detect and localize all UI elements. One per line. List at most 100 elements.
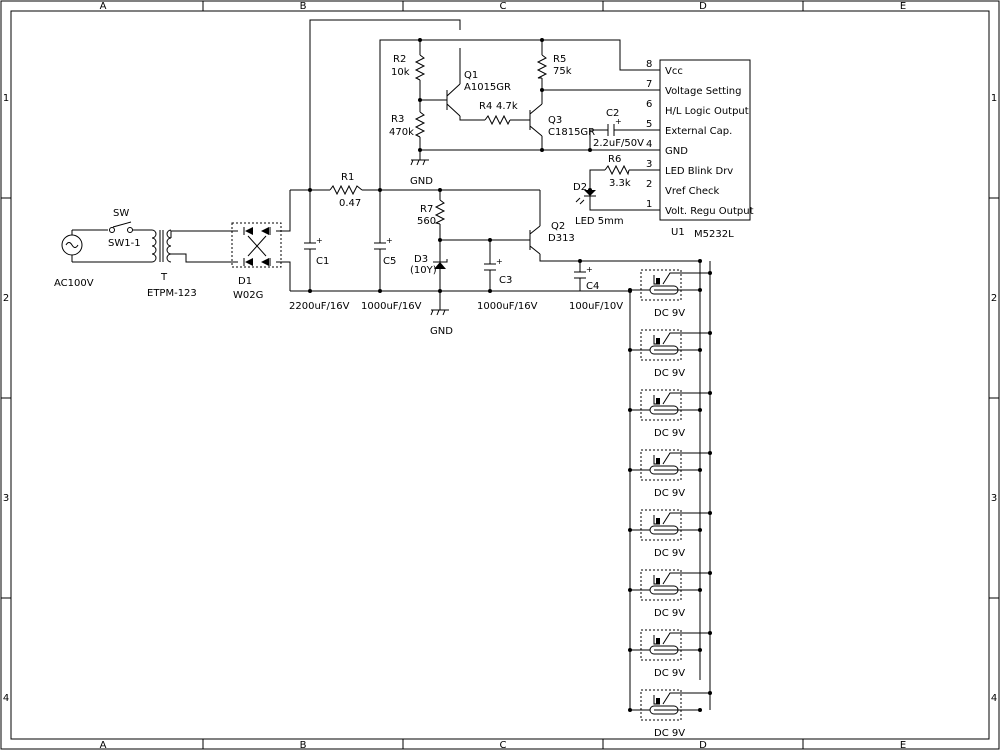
u1-pin-2-num: 2	[646, 179, 652, 190]
dc-jack-6: DC 9V	[628, 569, 712, 619]
dc-jack-label: DC 9V	[654, 608, 685, 619]
d2-value: LED 5mm	[575, 216, 624, 227]
frame-col-b-bottom: B	[300, 740, 307, 750]
r6-ref: R6	[608, 154, 621, 165]
resistor-r4	[484, 114, 511, 126]
frame-col-c-bottom: C	[500, 740, 507, 750]
dc-jack-array: DC 9V DC 9V DC 9V DC 9V DC 9V DC 9V DC 9V DC 9V	[628, 269, 712, 739]
r7-ref: R7	[420, 204, 433, 215]
transformer: T ETPM-123	[147, 229, 212, 299]
dc-jack-4: DC 9V	[628, 449, 712, 499]
r2-value: 10k	[391, 67, 410, 78]
frame-row-4-left: 4	[3, 693, 9, 704]
c4-value: 100uF/10V	[569, 301, 623, 312]
r1-ref: R1	[341, 172, 354, 183]
dc-jack-label: DC 9V	[654, 548, 685, 559]
svg-text:+: +	[316, 236, 323, 245]
ic-u1-m5232l: 8 Vcc 7 Voltage Setting 6 H/L Logic Outp…	[646, 59, 754, 240]
resistor-r6	[604, 164, 630, 176]
junctions	[308, 38, 702, 293]
dc-jack-8: DC 9V	[628, 689, 712, 739]
frame-row-2-right: 2	[991, 293, 997, 304]
u1-pin-3-num: 3	[646, 159, 652, 170]
frame-col-c-top: C	[500, 1, 507, 12]
q3-value: C1815GR	[548, 127, 595, 138]
dc-jack-label: DC 9V	[654, 308, 685, 319]
r3-value: 470k	[389, 127, 414, 138]
frame-col-e-bottom: E	[900, 740, 906, 750]
dc-jack-label: DC 9V	[654, 728, 685, 739]
u1-ref: U1	[671, 227, 685, 238]
r2-ref: R2	[393, 54, 406, 65]
dc-jack-7: DC 9V	[628, 629, 712, 679]
u1-pin-4-num: 4	[646, 139, 652, 150]
dc-jack-3: DC 9V	[628, 389, 712, 439]
component-labels: C1 2200uF/16V R1 0.47 C5 1000uF/16V R2 1…	[289, 54, 644, 312]
ground-symbols: GND GND	[410, 159, 453, 337]
d3-value: (10Y)	[410, 265, 437, 276]
frame-row-1-left: 1	[3, 93, 9, 104]
c3-ref: C3	[499, 275, 512, 286]
u1-pin-1-num: 1	[646, 199, 652, 210]
dc-jack-1: DC 9V	[628, 269, 712, 319]
bridge-ref: D1	[238, 276, 252, 287]
resistors	[329, 54, 630, 225]
q1-ref: Q1	[464, 70, 478, 81]
c5-ref: C5	[383, 256, 396, 267]
dc-jack-label: DC 9V	[654, 428, 685, 439]
c5-value: 1000uF/16V	[361, 301, 422, 312]
frame-row-2-left: 2	[3, 293, 9, 304]
dc-jack-2: DC 9V	[628, 329, 712, 379]
r4-value: 4.7k	[496, 101, 518, 112]
resistor-r1	[329, 184, 363, 196]
bridge-value: W02G	[233, 290, 263, 301]
switch-ref: SW	[113, 208, 129, 219]
frame-col-e-top: E	[900, 1, 906, 12]
u1-pin-3-name: LED Blink Drv	[665, 166, 733, 177]
frame-row-4-right: 4	[991, 693, 997, 704]
dc-jack-5: DC 9V	[628, 509, 712, 559]
svg-text:+: +	[586, 265, 593, 274]
svg-text:+: +	[496, 257, 503, 266]
u1-pin-7-name: Voltage Setting	[665, 86, 742, 97]
u1-pin-4-name: GND	[665, 146, 688, 157]
r7-value: 560	[417, 216, 436, 227]
frame-row-1-right: 1	[991, 93, 997, 104]
frame-row-3-left: 3	[3, 493, 9, 504]
u1-pin-8-name: Vcc	[665, 66, 683, 77]
u1-value: M5232L	[694, 229, 734, 240]
dc-jack-label: DC 9V	[654, 668, 685, 679]
resistor-r7	[434, 199, 446, 225]
d3-ref: D3	[414, 254, 428, 265]
ac-source-label: AC100V	[54, 278, 94, 289]
transformer-value: ETPM-123	[147, 288, 197, 299]
r5-ref: R5	[553, 54, 566, 65]
resistor-r2	[414, 54, 426, 81]
diodes	[433, 190, 596, 269]
svg-text:+: +	[615, 117, 622, 126]
c1-ref: C1	[316, 256, 329, 267]
frame-col-d-bottom: D	[699, 740, 707, 750]
frame-col-a-bottom: A	[100, 740, 107, 750]
dc-jack-label: DC 9V	[654, 488, 685, 499]
frame-col-d-top: D	[699, 1, 707, 12]
c1-value: 2200uF/16V	[289, 301, 350, 312]
c3-value: 1000uF/16V	[477, 301, 538, 312]
r5-value: 75k	[553, 66, 572, 77]
frame-col-b-top: B	[300, 1, 307, 12]
resistor-r3	[414, 111, 426, 138]
r4-ref: R4	[479, 101, 492, 112]
ac-source: AC100V	[54, 229, 152, 289]
q1-value: A1015GR	[464, 82, 511, 93]
power-switch: SW SW1-1	[108, 208, 152, 249]
r6-value: 3.3k	[609, 178, 631, 189]
gnd-label-top: GND	[410, 176, 433, 187]
c4-ref: C4	[586, 281, 599, 292]
u1-pin-6-name: H/L Logic Output	[665, 106, 749, 117]
switch-value: SW1-1	[108, 238, 141, 249]
transformer-ref: T	[160, 272, 168, 283]
c2-value: 2.2uF/50V	[593, 138, 644, 149]
gnd-label-bottom: GND	[430, 326, 453, 337]
